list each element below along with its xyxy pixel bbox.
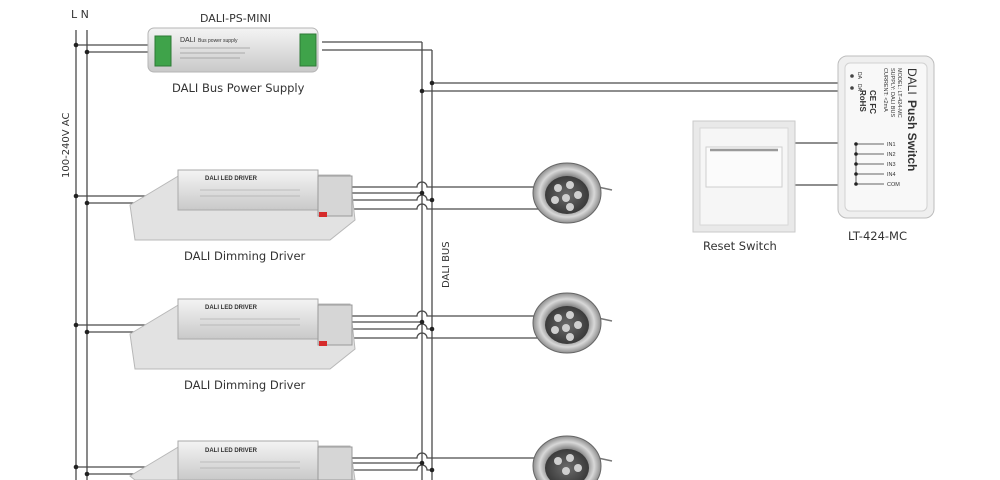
- power-supply-caption: DALI Bus Power Supply: [172, 81, 305, 95]
- push-switch-current-line: CURRENT: <2mA: [882, 68, 888, 112]
- ln-label: L N: [71, 8, 89, 21]
- push-switch-caption: LT-424-MC: [848, 229, 907, 243]
- reset-switch-device: [692, 120, 796, 233]
- driver-2-label: DALI LED DRIVER: [205, 305, 258, 311]
- dali-bus-junction-dots: [419, 80, 435, 473]
- dimming-driver-1: DALI LED DRIVER: [129, 169, 356, 241]
- driver-caption-1: DALI Dimming Driver: [184, 249, 306, 263]
- dimming-driver-2: DALI LED DRIVER: [129, 298, 356, 370]
- push-switch-input-4: IN4: [887, 172, 896, 178]
- power-supply-subtitle: Bus power supply: [198, 38, 238, 44]
- push-switch-input-com: COM: [887, 182, 900, 188]
- dali-bus-label: DALI BUS: [441, 241, 452, 288]
- push-switch-bus-pin-1: DA: [856, 72, 862, 80]
- mains-junction-dots: [73, 42, 90, 477]
- push-switch-input-1: IN1: [887, 142, 896, 148]
- lamp-output-wiring: [352, 181, 540, 459]
- push-switch-bus-pin-2: DA: [856, 84, 862, 92]
- driver-caption-2: DALI Dimming Driver: [184, 378, 306, 392]
- dimming-driver-3: DALI LED DRIVER: [129, 440, 356, 480]
- power-supply-model-label: DALI-PS-MINI: [200, 12, 271, 25]
- push-switch-brand: DALI: [905, 68, 919, 95]
- push-switch-model-line: MODEL: LT-424-MC: [896, 68, 902, 118]
- push-switch-input-3: IN3: [887, 162, 896, 168]
- reset-switch-caption: Reset Switch: [703, 239, 777, 253]
- push-switch-supply-line: SUPPLY: DALI BUS: [889, 68, 895, 117]
- downlight-lamp-1: [532, 162, 613, 224]
- voltage-label: 100-240V AC: [61, 113, 72, 178]
- push-switch-input-list: IN1 IN2 IN3 IN4 COM: [887, 142, 900, 188]
- downlight-lamp-3: [532, 435, 613, 480]
- power-supply-device: DALI Bus power supply: [147, 27, 319, 73]
- mains-wiring: [75, 30, 180, 480]
- push-switch-title: Push Switch: [905, 100, 919, 171]
- power-supply-brand: DALI: [180, 37, 196, 44]
- dali-bus-wiring: [322, 41, 838, 480]
- driver-3-label: DALI LED DRIVER: [205, 448, 258, 454]
- push-switch-cert-ce: CE FC: [868, 90, 877, 114]
- reset-switch-wiring: [795, 142, 838, 186]
- downlight-lamp-2: [532, 292, 613, 354]
- push-switch-device: DALI Push Switch MODEL: LT-424-MC SUPPLY…: [837, 55, 935, 219]
- push-switch-input-2: IN2: [887, 152, 896, 158]
- push-switch-cert-rohs: RoHS: [858, 90, 867, 112]
- driver-1-label: DALI LED DRIVER: [205, 176, 258, 182]
